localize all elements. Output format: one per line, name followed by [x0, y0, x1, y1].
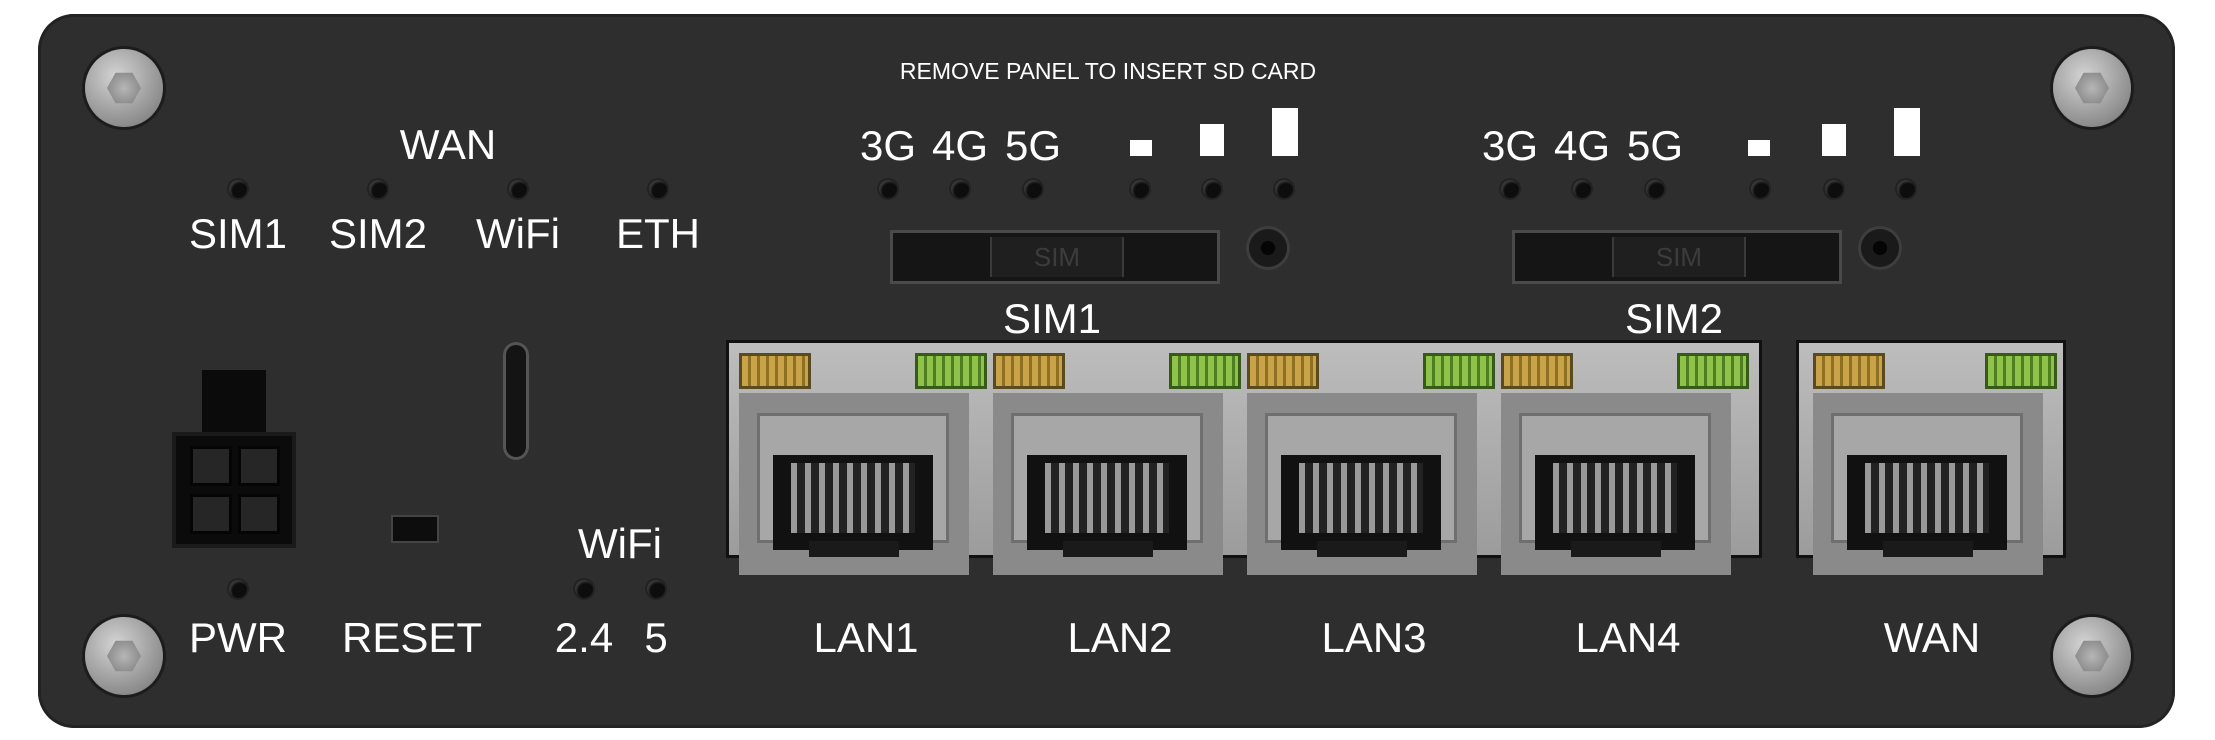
screw-bottom-right-icon	[2053, 617, 2131, 695]
lan2-clip	[1063, 541, 1153, 557]
screw-top-right-icon	[2053, 49, 2131, 127]
sim1-card-slot[interactable]: SIM	[890, 230, 1220, 284]
led-wan-eth	[649, 180, 667, 198]
label-wifi-5: 5	[644, 614, 668, 661]
signal-bar-low-icon	[1748, 140, 1770, 156]
lan1-link-led	[915, 353, 987, 389]
lan2-activity-led	[993, 353, 1065, 389]
lan2-link-led	[1169, 353, 1241, 389]
wan-port-housing	[1796, 340, 2066, 575]
label-wifi-title: WiFi	[578, 520, 662, 567]
label-sim2-3g: 3G	[1481, 122, 1539, 169]
lan4-link-led	[1677, 353, 1749, 389]
wan-pins	[1865, 463, 1989, 533]
lan-ports-housing	[726, 340, 1762, 575]
label-sim2-4g: 4G	[1553, 122, 1611, 169]
power-pin	[190, 494, 232, 534]
led-sim2-signal-1	[1751, 180, 1769, 198]
label-lan3: LAN3	[1321, 614, 1427, 661]
label-wan-eth: ETH	[616, 210, 700, 257]
sim2-eject-hole-icon[interactable]	[1861, 229, 1899, 267]
wan-activity-led	[1813, 353, 1885, 389]
label-sim1-4g: 4G	[931, 122, 989, 169]
label-lan4: LAN4	[1575, 614, 1681, 661]
label-wan-port: WAN	[1883, 614, 1981, 661]
power-pin	[238, 446, 280, 486]
lan3-link-led	[1423, 353, 1495, 389]
label-sim1-5g: 5G	[1004, 122, 1062, 169]
lan4-activity-led	[1501, 353, 1573, 389]
label-reset: RESET	[341, 614, 483, 661]
sim2-slot-text: SIM	[1612, 237, 1746, 277]
led-sim1-signal-1	[1131, 180, 1149, 198]
led-sim1-5g	[1024, 180, 1042, 198]
sim1-eject-hole-icon[interactable]	[1249, 229, 1287, 267]
lan1-pins	[791, 463, 915, 533]
power-pin	[190, 446, 232, 486]
wan-port[interactable]	[1813, 353, 2057, 575]
sim1-slot-text: SIM	[990, 237, 1124, 277]
wifi-toggle-button[interactable]	[503, 342, 529, 460]
power-connector[interactable]	[172, 370, 296, 548]
led-wan-sim1	[229, 180, 247, 198]
label-sim2-5g: 5G	[1626, 122, 1684, 169]
label-wan-sim2: SIM2	[328, 210, 428, 257]
lan4-clip	[1571, 541, 1661, 557]
wan-clip	[1883, 541, 1973, 557]
label-sim1-3g: 3G	[859, 122, 917, 169]
screw-top-left-icon	[85, 49, 163, 127]
signal-bar-high-icon	[1272, 108, 1298, 156]
lan1-clip	[809, 541, 899, 557]
screw-bottom-left-icon	[85, 617, 163, 695]
reset-button[interactable]	[391, 515, 439, 543]
lan4-pins	[1553, 463, 1677, 533]
signal-bar-low-icon	[1130, 140, 1152, 156]
led-sim2-4g	[1573, 180, 1591, 198]
label-wifi-2-4: 2.4	[554, 614, 614, 661]
signal-bar-mid-icon	[1822, 124, 1846, 156]
led-sim2-3g	[1501, 180, 1519, 198]
lan4-port[interactable]	[1501, 353, 1749, 575]
power-connector-body	[172, 432, 296, 548]
lan3-port[interactable]	[1247, 353, 1495, 575]
label-wan-sim1: SIM1	[188, 210, 288, 257]
led-sim1-signal-3	[1275, 180, 1293, 198]
led-wifi-5	[647, 580, 665, 598]
sim2-card-slot[interactable]: SIM	[1512, 230, 1842, 284]
led-sim2-5g	[1646, 180, 1664, 198]
signal-bar-mid-icon	[1200, 124, 1224, 156]
label-sim2-slot: SIM2	[1624, 295, 1724, 342]
lan3-pins	[1299, 463, 1423, 533]
wan-status-title: WAN	[399, 121, 497, 168]
lan3-clip	[1317, 541, 1407, 557]
wan-link-led	[1985, 353, 2057, 389]
led-sim1-signal-2	[1203, 180, 1221, 198]
lan2-pins	[1045, 463, 1169, 533]
sd-card-notice: REMOVE PANEL TO INSERT SD CARD	[899, 58, 1317, 84]
lan1-port[interactable]	[739, 353, 987, 575]
label-wan-wifi: WiFi	[476, 210, 560, 257]
lan3-activity-led	[1247, 353, 1319, 389]
lan2-port[interactable]	[993, 353, 1241, 575]
power-pin	[238, 494, 280, 534]
led-wan-sim2	[369, 180, 387, 198]
led-power	[229, 580, 247, 598]
label-sim1-slot: SIM1	[1002, 295, 1102, 342]
signal-bar-high-icon	[1894, 108, 1920, 156]
label-power: PWR	[189, 614, 287, 661]
lan1-activity-led	[739, 353, 811, 389]
led-sim2-signal-3	[1897, 180, 1915, 198]
label-lan1: LAN1	[813, 614, 919, 661]
led-sim1-4g	[951, 180, 969, 198]
label-lan2: LAN2	[1067, 614, 1173, 661]
led-sim2-signal-2	[1825, 180, 1843, 198]
led-sim1-3g	[879, 180, 897, 198]
led-wan-wifi	[509, 180, 527, 198]
power-connector-latch	[202, 370, 266, 442]
led-wifi-2-4	[575, 580, 593, 598]
